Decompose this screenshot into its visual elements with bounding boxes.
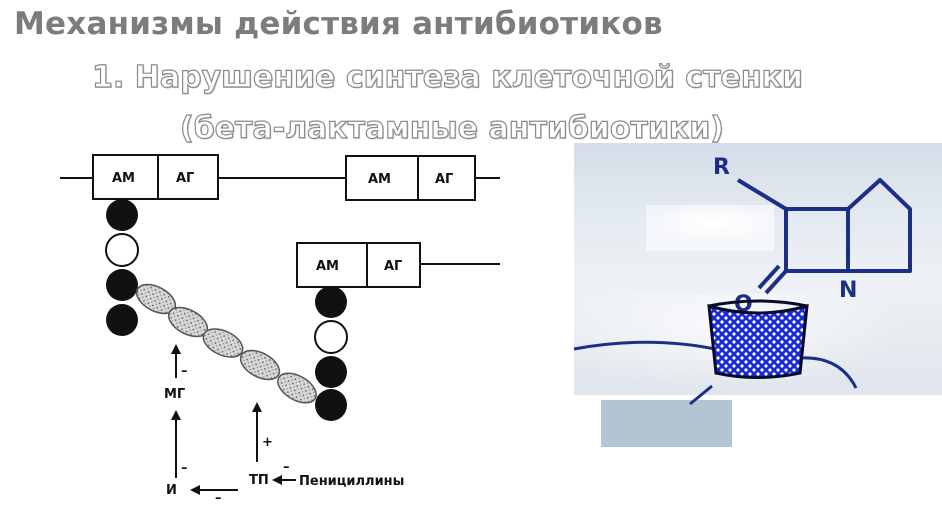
tp-label: ТП: [249, 473, 269, 488]
transpeptidase-enzyme: [707, 299, 809, 379]
peptide-chain-left: [105, 199, 139, 336]
nitrogen-label: N: [839, 278, 857, 303]
ag-label: АГ: [435, 172, 453, 187]
r-group-label: R: [713, 155, 730, 180]
penicillins-label: Пенициллины: [299, 474, 404, 489]
gray-placeholder-box: [601, 400, 732, 447]
ag-label: АГ: [176, 171, 194, 186]
ag-label: АГ: [384, 259, 402, 274]
am-label: АМ: [112, 171, 135, 186]
plus-sign: +: [262, 435, 273, 450]
am-ag-unit: АМ АГ: [345, 155, 476, 201]
peptide-chain-right: [314, 286, 348, 421]
am-ag-unit: АМ АГ: [296, 242, 421, 288]
slide-title: Механизмы действия антибиотиков: [14, 6, 663, 42]
subtitle-line-2: (бета-лактамные антибиотики): [179, 110, 724, 146]
am-label: АМ: [316, 259, 339, 274]
i-label: И: [166, 483, 177, 498]
minus-sign: –: [215, 491, 222, 506]
minus-sign: –: [181, 364, 188, 379]
minus-sign: –: [283, 460, 290, 475]
am-label: АМ: [368, 172, 391, 187]
regulation-arrows: [171, 344, 296, 495]
beta-lactam-structure: [736, 178, 912, 295]
pointer-arrow: [689, 384, 713, 406]
glycine-bridge: [135, 283, 317, 404]
am-ag-unit: АМ АГ: [92, 154, 219, 200]
mg-label: МГ: [164, 387, 185, 402]
subtitle-line-1: 1. Нарушение синтеза клеточной стенки: [91, 59, 803, 95]
minus-sign: –: [181, 461, 188, 476]
